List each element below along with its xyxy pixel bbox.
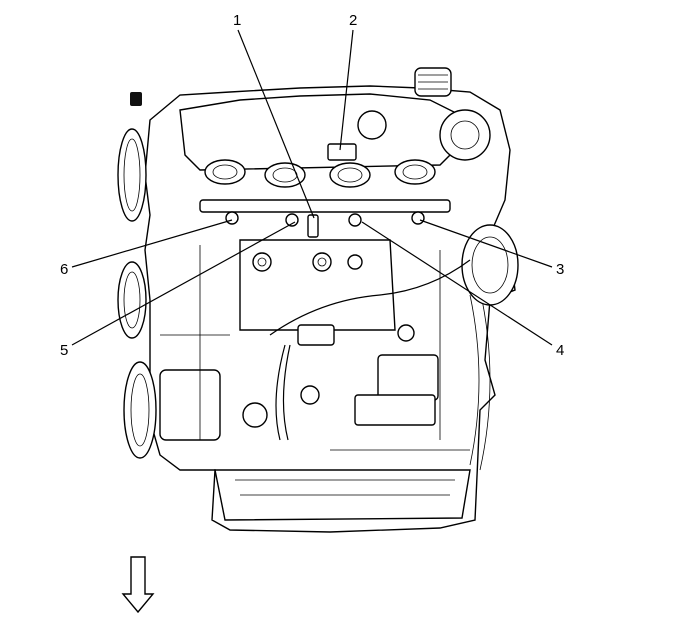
leader-line-5 [71, 221, 296, 346]
callout-3: 3 [556, 261, 564, 278]
leader-line-3 [419, 219, 553, 268]
leader-line-1 [237, 29, 315, 219]
wiring-harness [269, 259, 471, 336]
intake-runners [204, 159, 436, 188]
leader-line-2 [339, 29, 354, 151]
callout-5: 5 [60, 342, 68, 359]
callout-1: 1 [233, 12, 241, 29]
leader-line-6 [71, 219, 233, 268]
leader-lines [71, 29, 553, 346]
callout-6: 6 [60, 261, 68, 278]
callout-2: 2 [349, 12, 357, 29]
leader-line-4 [361, 221, 553, 346]
engine-body [117, 67, 519, 533]
down-arrow-icon [121, 556, 155, 614]
callout-4: 4 [556, 342, 564, 359]
fuel-rail [199, 199, 451, 238]
accessory-pulleys [117, 128, 157, 459]
callout-labels: 1 2 3 4 5 6 [60, 12, 564, 359]
